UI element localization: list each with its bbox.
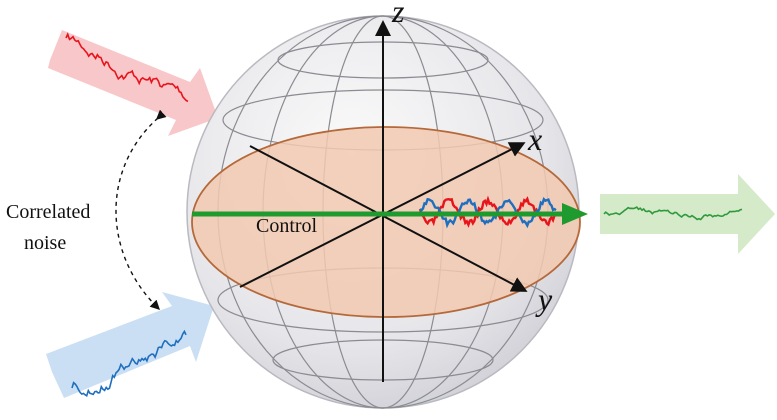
green-output-arrow	[600, 174, 775, 254]
red-oscillation-trace	[418, 195, 558, 228]
y-axis-label: y	[535, 281, 553, 317]
blue-noise-arrow	[46, 292, 214, 398]
z-axis-label: z	[391, 0, 405, 29]
red-noise-trace	[65, 32, 189, 103]
correlated-noise-label-line2: noise	[24, 232, 66, 254]
red-noise-arrow	[48, 30, 218, 136]
green-noise-trace	[603, 206, 743, 221]
blue-noise-trace	[71, 329, 187, 398]
correlation-dashed-arrow	[115, 109, 167, 310]
y-axis-line	[249, 145, 528, 292]
x-axis-label: x	[527, 121, 542, 157]
control-label: Control	[256, 215, 318, 237]
control-arrow	[192, 203, 588, 225]
correlated-noise-label-line1: Correlated	[6, 201, 90, 223]
